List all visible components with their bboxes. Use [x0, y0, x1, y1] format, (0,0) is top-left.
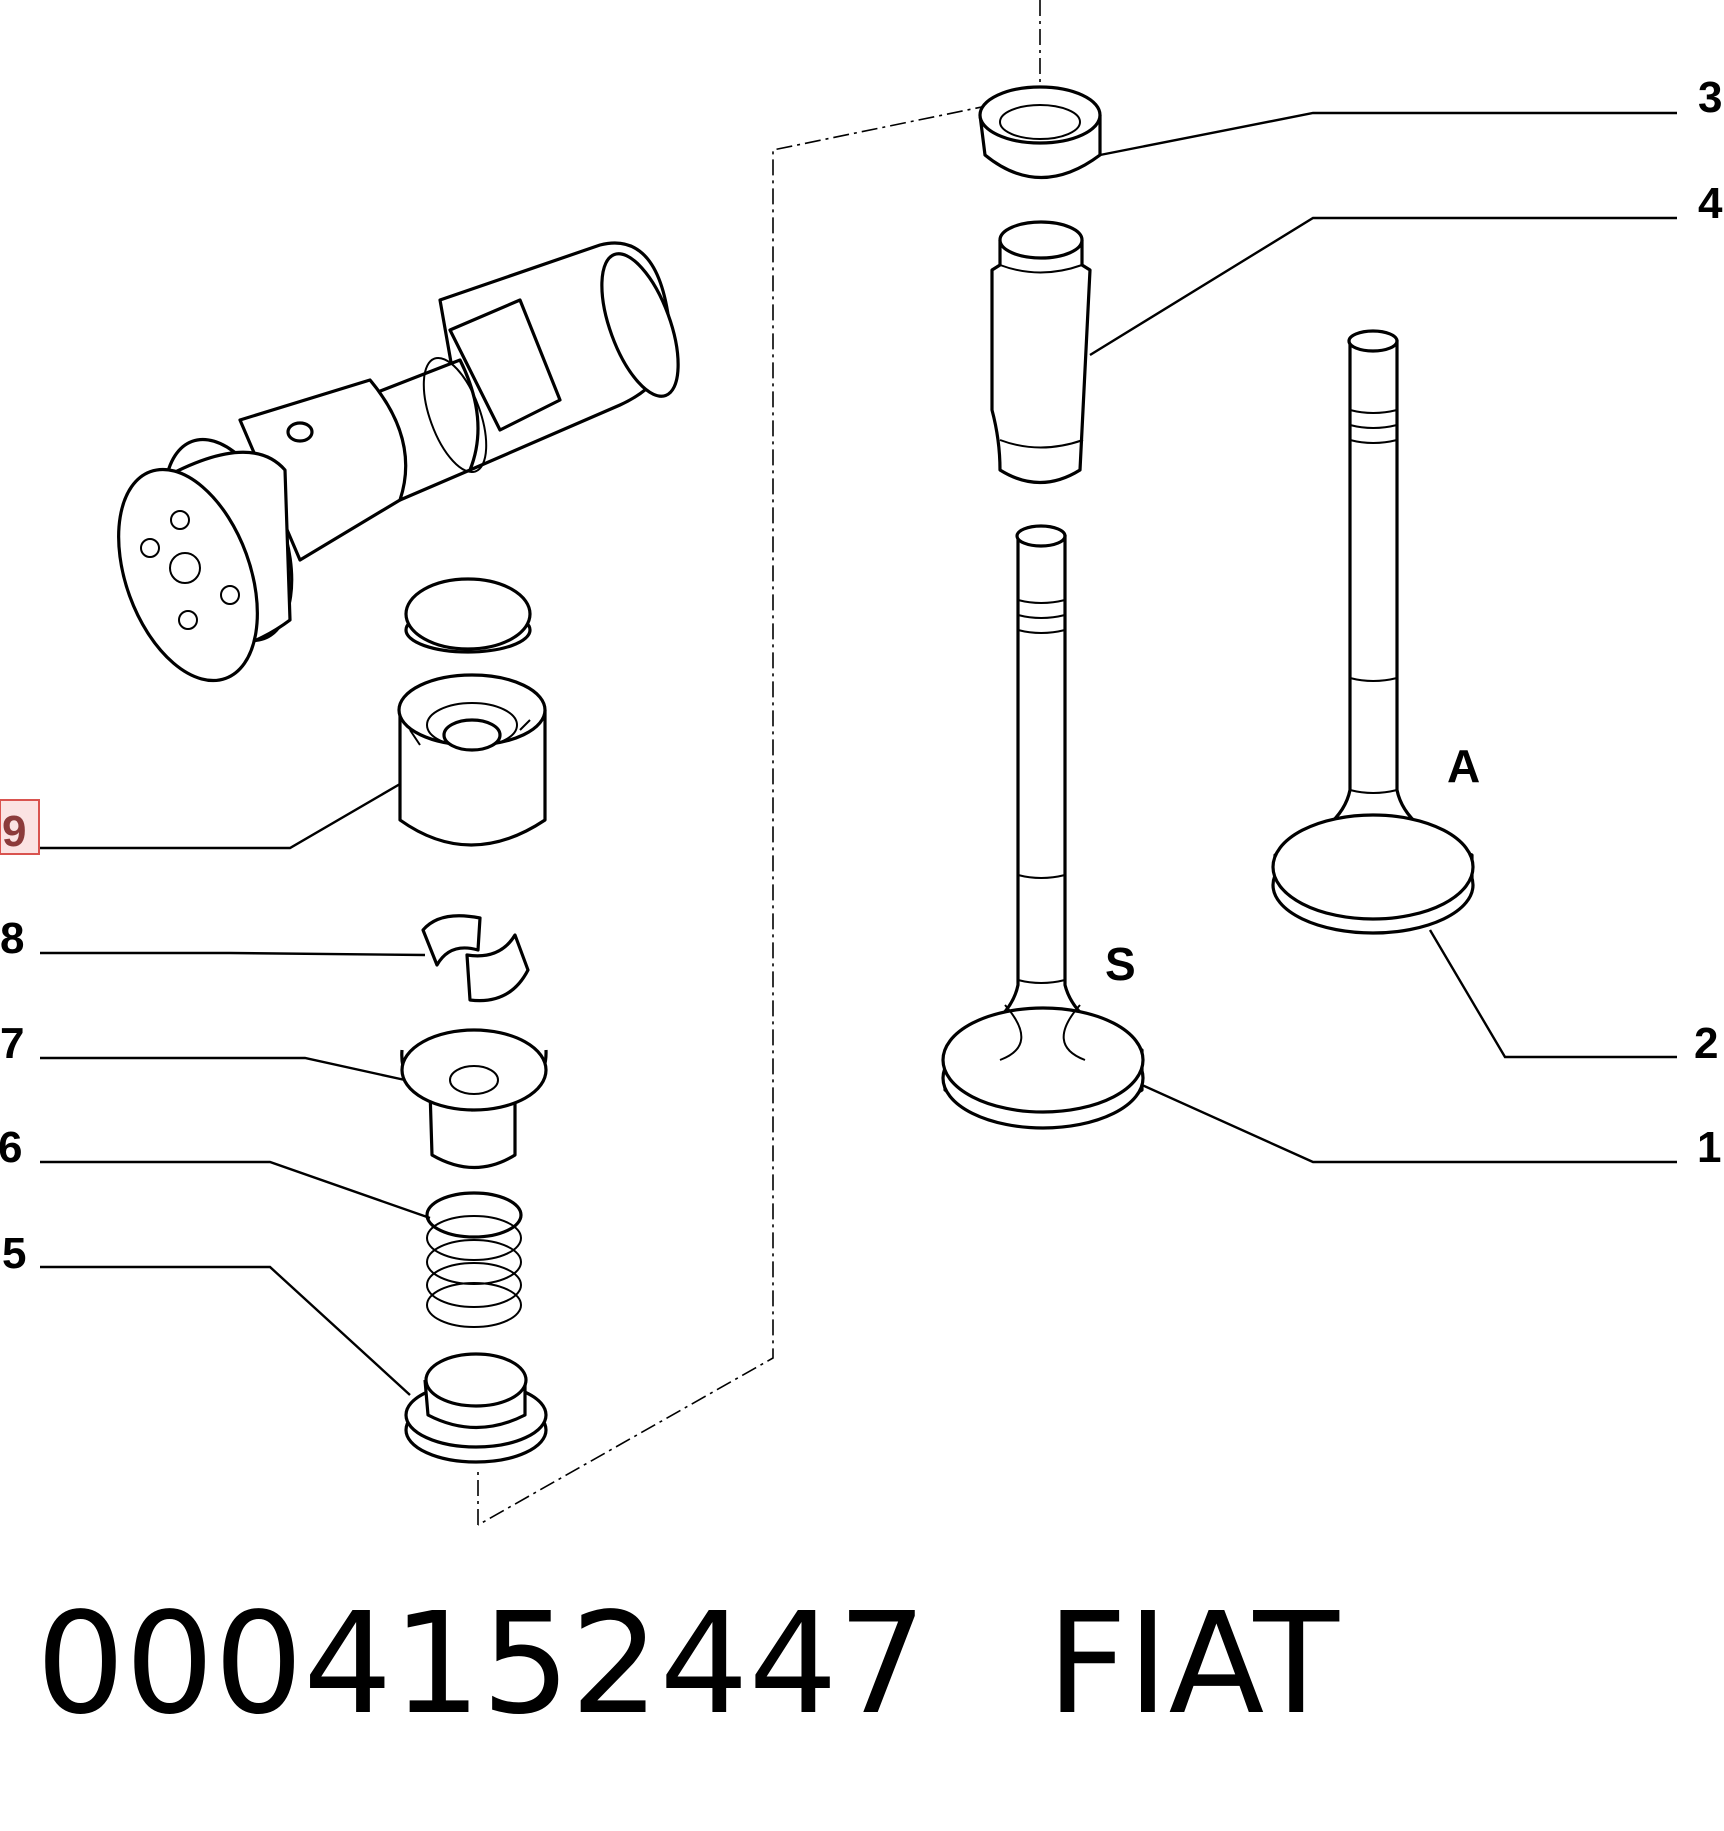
callout-9: 9 — [2, 807, 26, 856]
leader-2 — [1428, 929, 1677, 1059]
part-number: 0004152447 — [36, 1583, 927, 1746]
callout-4: 4 — [1698, 179, 1723, 228]
callout-1: 1 — [1697, 1123, 1721, 1172]
callout-2: 2 — [1694, 1019, 1718, 1068]
shim-disk — [404, 577, 532, 654]
leader-6 — [40, 1160, 431, 1220]
variant-letter-exhaust: S — [1105, 938, 1136, 990]
callout-9-highlight — [0, 799, 40, 855]
assembly-boundary — [477, 0, 1041, 1526]
leader-4 — [1089, 216, 1677, 357]
callout-7: 7 — [0, 1019, 24, 1068]
leader-9 — [40, 782, 401, 850]
valve-spring — [425, 1191, 523, 1328]
variant-letter-intake: A — [1447, 740, 1480, 792]
callout-3: 3 — [1698, 73, 1722, 122]
callout-8: 8 — [0, 914, 24, 963]
intake-valve — [1271, 329, 1475, 935]
leader-8 — [40, 951, 426, 957]
exhaust-valve — [941, 524, 1145, 1130]
leader-5 — [40, 1265, 411, 1396]
camshaft — [117, 241, 680, 683]
valve-stem-seal — [978, 85, 1102, 180]
callout-5: 5 — [2, 1229, 26, 1278]
leader-7 — [40, 1056, 406, 1082]
upper-spring-retainer — [400, 1028, 548, 1170]
brand-name: FIAT — [1046, 1583, 1339, 1746]
valve-guide — [990, 220, 1092, 485]
leader-3 — [1099, 111, 1677, 157]
callout-6: 6 — [0, 1123, 22, 1172]
lower-spring-seat — [404, 1352, 548, 1464]
leader-1 — [1141, 1083, 1677, 1164]
valve-collets — [421, 914, 530, 1003]
leader-lines — [40, 111, 1677, 1396]
bucket-tappet — [397, 673, 547, 847]
